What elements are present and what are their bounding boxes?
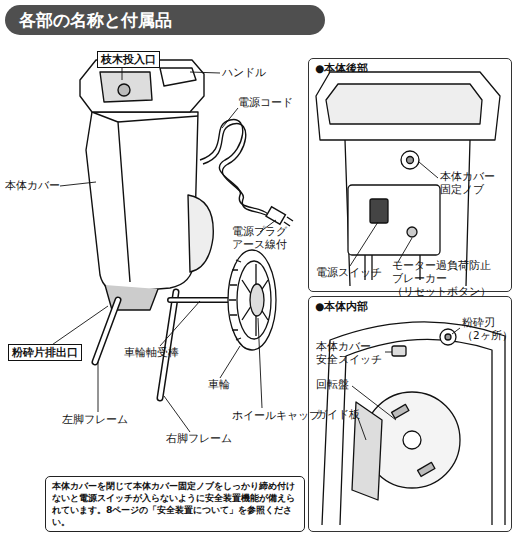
leader-line [46, 306, 108, 349]
rear-view [401, 151, 419, 169]
rear-view [348, 185, 440, 255]
shredder-body [92, 112, 130, 282]
shredder-body [188, 195, 213, 272]
panel-heading: ●本体内部 [315, 300, 505, 314]
callout-box: 枝木投入口 [97, 51, 160, 68]
shredder-body [118, 116, 198, 122]
note-text: 本体カバーを閉じて本体カバー固定ノブをしっかり締め付けないと電源スイッチが入らな… [52, 480, 298, 528]
leader-line [98, 362, 99, 412]
leader-line [122, 68, 123, 80]
power-cord [200, 120, 268, 214]
leader-line [60, 182, 96, 186]
shredder-body [105, 285, 158, 310]
shredder-body [80, 60, 213, 310]
leader-line [452, 328, 460, 334]
part-label: 電源コード [238, 96, 293, 109]
part-label: 右脚フレーム [166, 432, 232, 445]
inside-view [445, 334, 451, 340]
wheel [229, 260, 241, 340]
inside-view [403, 431, 421, 449]
panel-heading: ●本体後部 [315, 62, 505, 76]
leader-line [220, 346, 240, 378]
part-label: 左脚フレーム [62, 413, 128, 426]
leader-line [398, 238, 412, 262]
part-label: 本体カバー 安全スイッチ [316, 340, 384, 366]
part-label: 車輪軸受棒 [124, 346, 179, 359]
part-label: モーター過負荷防止 ブレーカー （リセットボタン） [392, 259, 494, 298]
note-box: 本体カバーを閉じて本体カバー固定ノブをしっかり締め付けないと電源スイッチが入らな… [45, 476, 305, 532]
part-label: ハンドル [222, 66, 266, 79]
wheel [237, 261, 271, 339]
leader-line [258, 318, 262, 408]
wheel [228, 250, 276, 350]
part-label: 本体カバー [5, 179, 60, 192]
leader-line [190, 72, 220, 73]
leader-line [358, 418, 366, 440]
part-label: 本体カバー 固定ノブ [440, 170, 504, 196]
title-band: 各部の名称と付属品 [5, 5, 325, 35]
rear-view [326, 84, 482, 124]
rear-view [407, 157, 414, 164]
leader-line [385, 352, 392, 353]
wheel [250, 284, 264, 316]
leader-line [350, 222, 378, 266]
leader-line [164, 396, 190, 432]
part-name: 粉砕片排出口 [12, 346, 78, 359]
part-label: ホイールキャップ [232, 409, 320, 422]
leader-line [222, 108, 238, 128]
inside-view [364, 392, 460, 488]
inside-view [392, 346, 406, 356]
part-label: 回転盤 [316, 378, 349, 391]
part-label: 電源スイッチ [316, 266, 382, 279]
shredder-body [160, 68, 196, 86]
shredder-body [100, 72, 152, 102]
leader-line [160, 301, 200, 346]
leg-frames [95, 292, 250, 398]
inside-view [418, 462, 435, 476]
shredder-body [118, 84, 130, 96]
part-label: ガイド板 [316, 408, 360, 421]
power-cord [200, 120, 293, 226]
rear-view [407, 227, 417, 237]
part-label: 粉砕刃 （2ヶ所） [462, 316, 512, 342]
inside-view [322, 322, 505, 525]
shredder-body [86, 112, 198, 292]
inside-view [322, 322, 505, 525]
leader-line [419, 162, 438, 178]
part-label: 電源プラグ アース線付 [232, 225, 296, 251]
part-label: 車輪 [208, 378, 230, 391]
wheel [242, 264, 268, 336]
inside-view [440, 329, 456, 345]
inside-view [392, 404, 409, 418]
power-cord [266, 207, 285, 225]
callout-box: 粉砕片排出口 [8, 344, 82, 361]
rear-view [316, 72, 500, 140]
leg-frames [95, 300, 118, 362]
leg-frames [170, 297, 250, 303]
leg-frames [95, 300, 118, 362]
leg-frames [160, 292, 176, 398]
power-cord [284, 217, 293, 226]
power-cord [203, 124, 271, 218]
wheel [228, 250, 276, 350]
inside-view [340, 339, 492, 525]
leg-frames [170, 299, 250, 302]
part-name: 枝木投入口 [101, 53, 156, 66]
leg-frames [160, 292, 176, 398]
rear-view [370, 199, 388, 223]
leader-line [350, 162, 438, 266]
